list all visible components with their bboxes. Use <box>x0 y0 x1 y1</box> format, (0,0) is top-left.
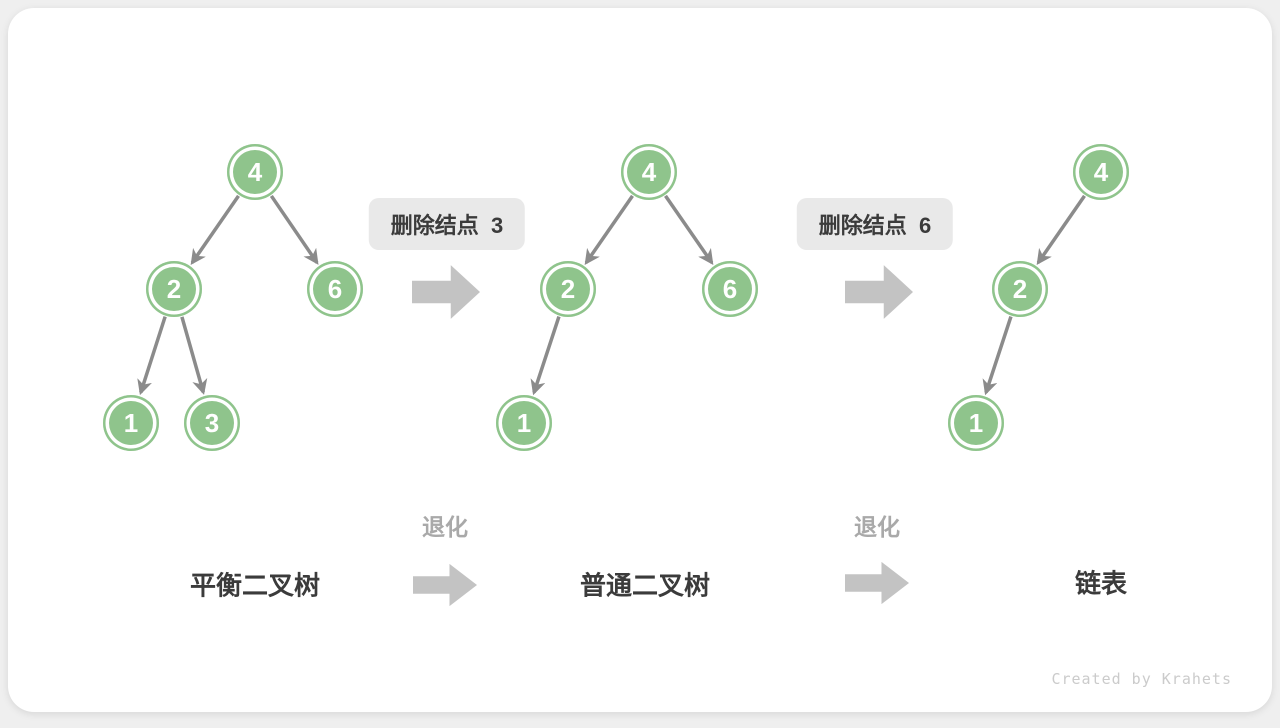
block-arrow-right-icon <box>845 561 909 605</box>
balanced-binary-tree-node-3: 3 <box>184 395 240 451</box>
tree-edge <box>180 316 208 395</box>
block-arrow-right-icon <box>845 265 913 319</box>
balanced-binary-tree-node-1: 1 <box>103 395 159 451</box>
tree-edge <box>982 316 1013 396</box>
linked-list-node-2: 2 <box>992 261 1048 317</box>
tree-edge <box>584 194 634 265</box>
linked-list-node-1: 1 <box>948 395 1004 451</box>
tree-edge <box>664 194 714 265</box>
block-arrow-right-icon <box>412 265 480 319</box>
balanced-binary-tree-node-6: 6 <box>307 261 363 317</box>
tree-edge <box>137 316 167 396</box>
caption-3: 链表 <box>1074 568 1128 599</box>
tree-edge <box>530 316 561 396</box>
tree-edges-layer <box>137 194 1086 396</box>
degrade-label-2: 退化 <box>854 514 900 540</box>
tree-edge <box>190 194 240 265</box>
watermark: Created by Krahets <box>1051 670 1232 688</box>
linked-list-node-4: 4 <box>1073 144 1129 200</box>
ordinary-binary-tree-node-4: 4 <box>621 144 677 200</box>
caption-1: 平衡二叉树 <box>189 570 321 601</box>
tree-edge <box>1036 194 1086 265</box>
ordinary-binary-tree-node-1: 1 <box>496 395 552 451</box>
step-label-1: 删除结点 3 <box>368 198 526 250</box>
tree-edge <box>269 194 319 265</box>
step-label-2: 删除结点 6 <box>796 198 954 250</box>
ordinary-binary-tree-node-6: 6 <box>702 261 758 317</box>
balanced-binary-tree-node-4: 4 <box>227 144 283 200</box>
caption-2: 普通二叉树 <box>579 570 711 601</box>
ordinary-binary-tree-node-2: 2 <box>540 261 596 317</box>
balanced-binary-tree-node-2: 2 <box>146 261 202 317</box>
block-arrow-right-icon <box>413 563 477 607</box>
degrade-label-1: 退化 <box>422 514 468 540</box>
